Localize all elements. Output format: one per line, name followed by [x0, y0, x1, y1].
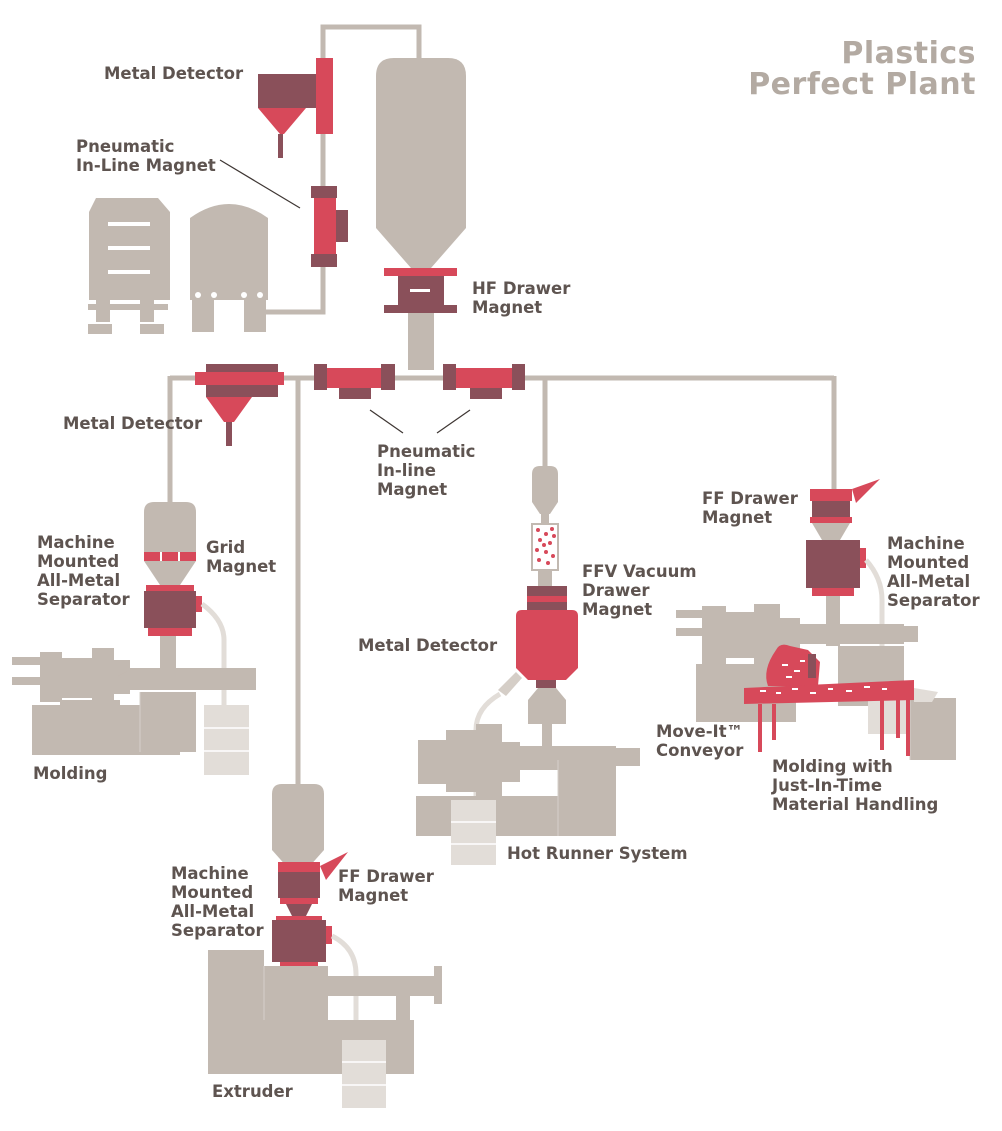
- metal-detector-top: [258, 58, 333, 158]
- metal-detector-left: [195, 364, 284, 446]
- label-grid-magnet: Grid Magnet: [206, 538, 277, 576]
- hot-runner-station: [416, 466, 640, 865]
- label-move-it-conveyor: Move-It™ Conveyor: [656, 722, 744, 760]
- label-metal-detector-left: Metal Detector: [63, 414, 203, 433]
- label-metal-detector-center: Metal Detector: [358, 636, 498, 655]
- label-ffv-vacuum: FFV Vacuum Drawer Magnet: [582, 562, 697, 619]
- label-machine-mounted-right: Machine Mounted All-Metal Separator: [887, 534, 980, 610]
- molding-jit-station: [676, 479, 956, 760]
- label-hf-drawer: HF Drawer Magnet: [472, 279, 571, 317]
- pneumatic-inline-magnet-left: [314, 364, 395, 399]
- label-molding-jit: Molding with Just-In-Time Material Handl…: [772, 757, 939, 814]
- label-metal-detector-top: Metal Detector: [104, 64, 244, 83]
- pneumatic-inline-magnet-top: [311, 186, 348, 267]
- label-ff-drawer-right: FF Drawer Magnet: [702, 489, 798, 527]
- tanker-truck: [88, 198, 268, 334]
- hf-drawer-magnet: [384, 268, 457, 313]
- label-extruder: Extruder: [212, 1082, 293, 1101]
- molding-station-left: [12, 502, 256, 775]
- pneumatic-inline-magnet-right: [443, 364, 525, 399]
- storage-silo: [376, 58, 466, 370]
- title-line-1: Plastics: [841, 36, 976, 71]
- label-pneumatic-inline-top: Pneumatic In-Line Magnet: [76, 137, 216, 175]
- label-hot-runner: Hot Runner System: [507, 844, 688, 863]
- label-molding: Molding: [33, 764, 108, 783]
- label-pneumatic-inline-mid: Pneumatic In-line Magnet: [377, 442, 476, 499]
- label-machine-mounted-left: Machine Mounted All-Metal Separator: [37, 533, 130, 609]
- label-ff-drawer-bottom: FF Drawer Magnet: [338, 867, 434, 905]
- diagram-title: Plastics Perfect Plant: [748, 38, 976, 100]
- extruder-station: [208, 784, 442, 1108]
- label-machine-mounted-bottom: Machine Mounted All-Metal Separator: [171, 864, 264, 940]
- title-line-2: Perfect Plant: [748, 67, 976, 102]
